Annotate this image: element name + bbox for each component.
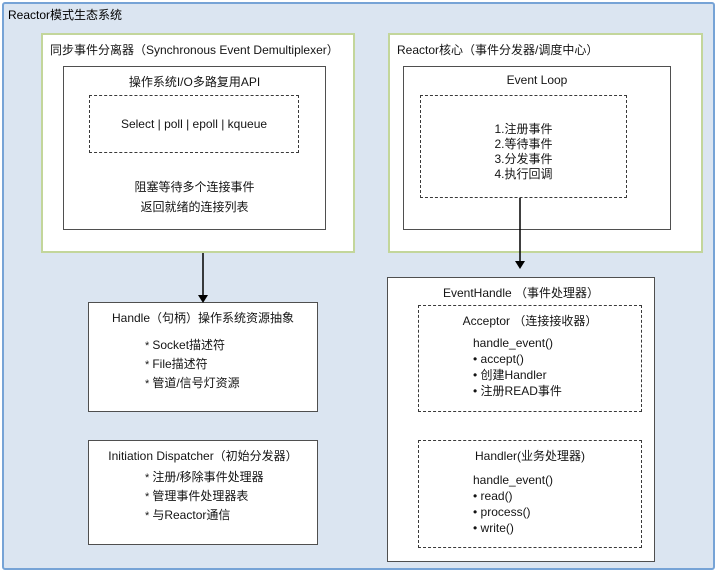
event-handle-title: EventHandle （事件处理器） (442, 286, 600, 300)
handle-box-title: Handle（句柄）操作系统资源抽象 (111, 311, 295, 325)
handler-title: Handler(业务处理器) (474, 449, 586, 463)
initiation-dispatcher-box: Initiation Dispatcher（初始分发器） 注册/移除事件处理器 … (88, 440, 318, 545)
io-options-text: Select | poll | epoll | kqueue (120, 117, 268, 131)
dispatcher-item: 与Reactor通信 (145, 506, 264, 525)
event-loop-step: 4.执行回调 (494, 167, 553, 181)
demultiplexer-box: 同步事件分离器（Synchronous Event Demultiplexer）… (41, 33, 355, 253)
acceptor-title: Acceptor （连接接收器） (462, 314, 598, 328)
handler-item: read() (473, 488, 553, 504)
event-loop-steps: 1.注册事件 2.等待事件 3.分发事件 4.执行回调 (494, 122, 552, 182)
reactor-core-title: Reactor核心（事件分发器/调度中心） (397, 43, 599, 57)
acceptor-method-list: handle_event() accept() 创建Handler 注册READ… (473, 335, 562, 399)
page-title: Reactor模式生态系统 (8, 8, 123, 22)
acceptor-item: accept() (473, 351, 562, 367)
os-io-api-title: 操作系统I/O多路复用API (128, 75, 261, 89)
demultiplexer-note-line2: 返回就绪的连接列表 (140, 200, 249, 214)
event-loop-step: 1.注册事件 (494, 122, 553, 136)
acceptor-item: 创建Handler (473, 367, 562, 383)
reactor-core-box: Reactor核心（事件分发器/调度中心） Event Loop 1.注册事件 … (388, 33, 703, 253)
acceptor-item: 注册READ事件 (473, 383, 562, 399)
os-io-api-box: 操作系统I/O多路复用API Select | poll | epoll | k… (63, 66, 326, 230)
dispatcher-item-list: 注册/移除事件处理器 管理事件处理器表 与Reactor通信 (145, 468, 264, 525)
initiation-dispatcher-title: Initiation Dispatcher（初始分发器） (108, 449, 298, 463)
handler-item: write() (473, 520, 553, 536)
handle-box: Handle（句柄）操作系统资源抽象 Socket描述符 File描述符 管道/… (88, 302, 318, 412)
handler-item: process() (473, 504, 553, 520)
handle-item: File描述符 (145, 355, 240, 374)
event-loop-step: 2.等待事件 (494, 137, 553, 151)
acceptor-box: Acceptor （连接接收器） handle_event() accept()… (418, 305, 642, 412)
demultiplexer-note: 阻塞等待多个连接事件 返回就绪的连接列表 (64, 177, 325, 217)
dispatcher-item: 注册/移除事件处理器 (145, 468, 263, 487)
event-handle-box: EventHandle （事件处理器） Acceptor （连接接收器） han… (387, 277, 655, 562)
event-loop-title: Event Loop (506, 73, 568, 87)
handler-method-list: handle_event() read() process() write() (473, 472, 553, 536)
acceptor-method: handle_event() (473, 336, 554, 350)
handle-item-list: Socket描述符 File描述符 管道/信号灯资源 (145, 336, 240, 393)
demultiplexer-title: 同步事件分离器（Synchronous Event Demultiplexer） (50, 43, 339, 57)
select-poll-epoll-kqueue-box: Select | poll | epoll | kqueue (89, 95, 299, 153)
handle-item: 管道/信号灯资源 (145, 374, 239, 393)
handler-method: handle_event() (473, 473, 554, 487)
event-loop-step: 3.分发事件 (494, 152, 553, 166)
dispatcher-item: 管理事件处理器表 (145, 487, 264, 506)
handle-item: Socket描述符 (145, 336, 240, 355)
event-loop-steps-box: 1.注册事件 2.等待事件 3.分发事件 4.执行回调 (420, 95, 627, 198)
demultiplexer-note-line1: 阻塞等待多个连接事件 (134, 180, 255, 194)
handler-box: Handler(业务处理器) handle_event() read() pro… (418, 440, 642, 548)
event-loop-box: Event Loop 1.注册事件 2.等待事件 3.分发事件 4.执行回调 (403, 66, 671, 230)
